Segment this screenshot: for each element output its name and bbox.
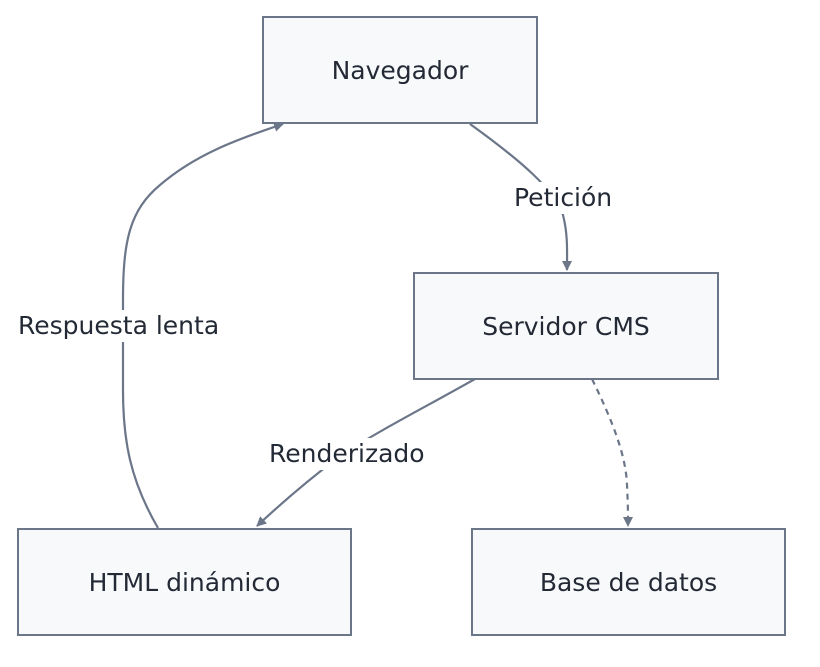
node-servidor-cms-label: Servidor CMS: [482, 311, 650, 341]
edge-respuesta: [121, 122, 284, 529]
node-html-dinamico-label: HTML dinámico: [88, 567, 281, 597]
node-navegador-label: Navegador: [331, 55, 469, 85]
node-base-de-datos: Base de datos: [471, 528, 786, 636]
node-servidor-cms: Servidor CMS: [413, 272, 719, 380]
node-base-de-datos-label: Base de datos: [539, 567, 718, 597]
edge-label-peticion: Petición: [512, 182, 615, 214]
edge-consulta: [591, 378, 633, 527]
edge-label-respuesta: Respuesta lenta: [16, 310, 222, 342]
edge-label-renderizado: Renderizado: [267, 438, 427, 470]
node-html-dinamico: HTML dinámico: [17, 528, 352, 636]
node-navegador: Navegador: [262, 16, 538, 124]
